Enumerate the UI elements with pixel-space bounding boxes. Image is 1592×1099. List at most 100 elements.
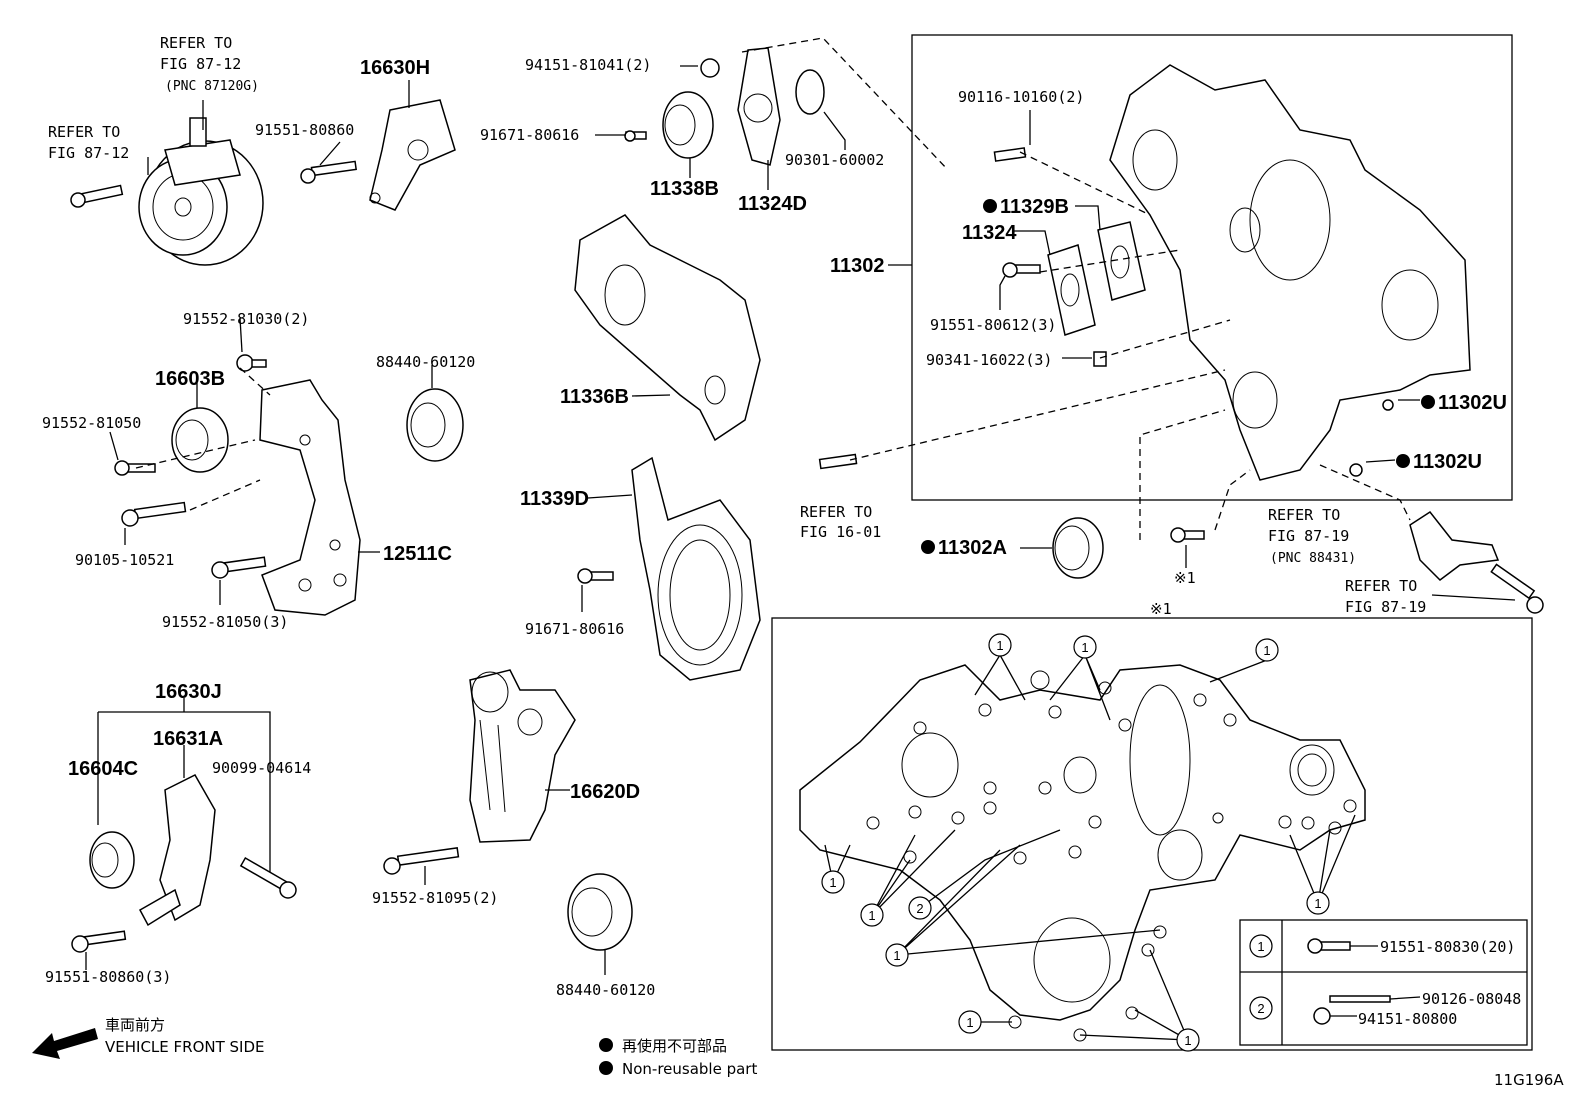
label-91552-81050-3: 91552-81050(3) (162, 613, 288, 631)
label-11302U-b: 11302U (1413, 451, 1482, 473)
label-ref-87-19-b: FIG 87-19 (1268, 527, 1349, 545)
label-90116-10160: 90116-10160(2) (958, 88, 1084, 106)
svg-text:1: 1 (1263, 643, 1270, 658)
label-note-1: ※1 (1174, 569, 1196, 587)
idler-pulley-11338B (662, 91, 714, 159)
gasket-11329B (1097, 221, 1146, 301)
oil-seal-11302A (1052, 517, 1104, 579)
label-ref-16-01-a: REFER TO (800, 503, 872, 521)
bolt-left-87-12 (70, 184, 124, 208)
label-91671-80616-mid: 91671-80616 (525, 620, 624, 638)
pulley-16603B (171, 407, 229, 473)
label-90301-60002: 90301-60002 (785, 151, 884, 169)
bolt-91671-80616-mid (577, 568, 614, 584)
label-16603B: 16603B (155, 368, 225, 390)
bolt-91671-80616-top (624, 130, 647, 142)
label-94151-81041: 94151-81041(2) (525, 56, 651, 74)
cover-bolt-map (799, 664, 1366, 1042)
bolt-94151-81041 (700, 58, 720, 78)
nonreusable-mark-11302U-b (1396, 454, 1410, 468)
bolt-91552-81050-3 (211, 556, 267, 579)
label-16604C: 16604C (68, 758, 138, 780)
label-88440-60120-top: 88440-60120 (376, 353, 475, 371)
dash-bolt-81050 (135, 439, 256, 469)
water-pump-pulley (138, 117, 264, 266)
label-ref-87-19-a: REFER TO (1268, 506, 1340, 524)
label-ref-16-01-b: FIG 16-01 (800, 523, 881, 541)
label-ref-87-12-c: REFER TO (48, 123, 120, 141)
label-91551-80860-3: 91551-80860(3) (45, 968, 171, 986)
label-90341-16022: 90341-16022(3) (926, 351, 1052, 369)
cover-11336B (574, 214, 761, 442)
sensor-refer-87-19 (1409, 510, 1500, 581)
svg-text:1: 1 (1081, 640, 1088, 655)
figure-code: 11G196A (1494, 1071, 1564, 1089)
label-note-1-box: ※1 (1150, 600, 1172, 618)
label-11324: 11324 (962, 222, 1017, 244)
bracket-line-16630J (97, 711, 271, 720)
label-ref-87-19-c: REFER TO (1345, 577, 1417, 595)
timing-cover-11302 (1109, 64, 1471, 481)
table-row-1-part: 91551-80830(20) (1380, 938, 1515, 956)
bolt-refer-87-19 (1490, 563, 1544, 614)
label-ref-87-12-b: FIG 87-12 (160, 55, 241, 73)
bolt-91552-81050 (114, 460, 156, 476)
label-ref-87-12-a: REFER TO (160, 34, 232, 52)
label-16620D: 16620D (570, 781, 640, 803)
label-90099-04614: 90099-04614 (212, 759, 311, 777)
label-11338B: 11338B (650, 178, 719, 200)
label-16630J: 16630J (155, 681, 222, 703)
legend-nonreuse-jp: 再使用不可部品 (622, 1037, 727, 1055)
label-11302U-a: 11302U (1438, 392, 1507, 414)
bolt-note-1 (1170, 527, 1205, 543)
label-front-en: VEHICLE FRONT SIDE (105, 1038, 265, 1056)
dash-stud (1019, 151, 1151, 216)
bracket-16630H (369, 99, 456, 211)
timing-cover-box (911, 34, 1513, 501)
tensioner-16631A (138, 774, 216, 927)
stud-90116-10160 (993, 147, 1027, 162)
nonreusable-mark-11302A (921, 540, 935, 554)
legend-nonreuse-en: Non-reusable part (622, 1060, 757, 1078)
callout-one: 1 (996, 638, 1003, 653)
label-11329B: 11329B (1000, 196, 1069, 218)
label-91552-81030: 91552-81030(2) (183, 310, 309, 328)
label-pnc-87120G: (PNC 87120G) (165, 79, 259, 94)
svg-text:1: 1 (1184, 1033, 1191, 1048)
svg-text:1: 1 (966, 1015, 973, 1030)
bracket-12511C (259, 379, 361, 616)
table-row-1-number: 1 (1257, 939, 1264, 954)
dash-plug (1099, 319, 1231, 359)
label-pnc-88431: (PNC 88431) (1270, 551, 1356, 566)
bolt-91552-81095 (383, 847, 460, 875)
label-16630H: 16630H (360, 57, 430, 79)
label-88440-60120-bottom: 88440-60120 (556, 981, 655, 999)
bolt-90099-04614 (239, 857, 297, 899)
label-11302: 11302 (830, 255, 885, 277)
bolt-location-box (771, 617, 1533, 1051)
svg-text:1: 1 (1314, 896, 1321, 911)
callout-two: 2 (916, 901, 923, 916)
label-12511C: 12511C (383, 543, 452, 565)
dash-sensor (1319, 464, 1411, 521)
label-11302A: 11302A (938, 537, 1007, 559)
cover-11339D (631, 456, 761, 681)
label-ref-87-19-d: FIG 87-19 (1345, 598, 1426, 616)
svg-text:1: 1 (893, 948, 900, 963)
bolt-91551-80860-3 (71, 930, 127, 953)
dash-housing-to-cover (741, 37, 949, 171)
pulley-16604C (89, 831, 135, 889)
legend-dot-icon (599, 1038, 613, 1052)
label-11339D: 11339D (520, 488, 589, 510)
label-91552-81050: 91552-81050 (42, 414, 141, 432)
label-front-jp: 車両前方 (105, 1016, 165, 1034)
bolt-legend-table: 1 2 91551-80830(20) 90126-08048 94151-80… (1239, 919, 1528, 1046)
label-91551-80612: 91551-80612(3) (930, 316, 1056, 334)
tensioner-16620D (469, 669, 576, 843)
plug-90341-16022 (1093, 351, 1107, 367)
svg-text:1: 1 (868, 908, 875, 923)
label-11324D: 11324D (738, 193, 807, 215)
small-seals (1349, 399, 1394, 477)
